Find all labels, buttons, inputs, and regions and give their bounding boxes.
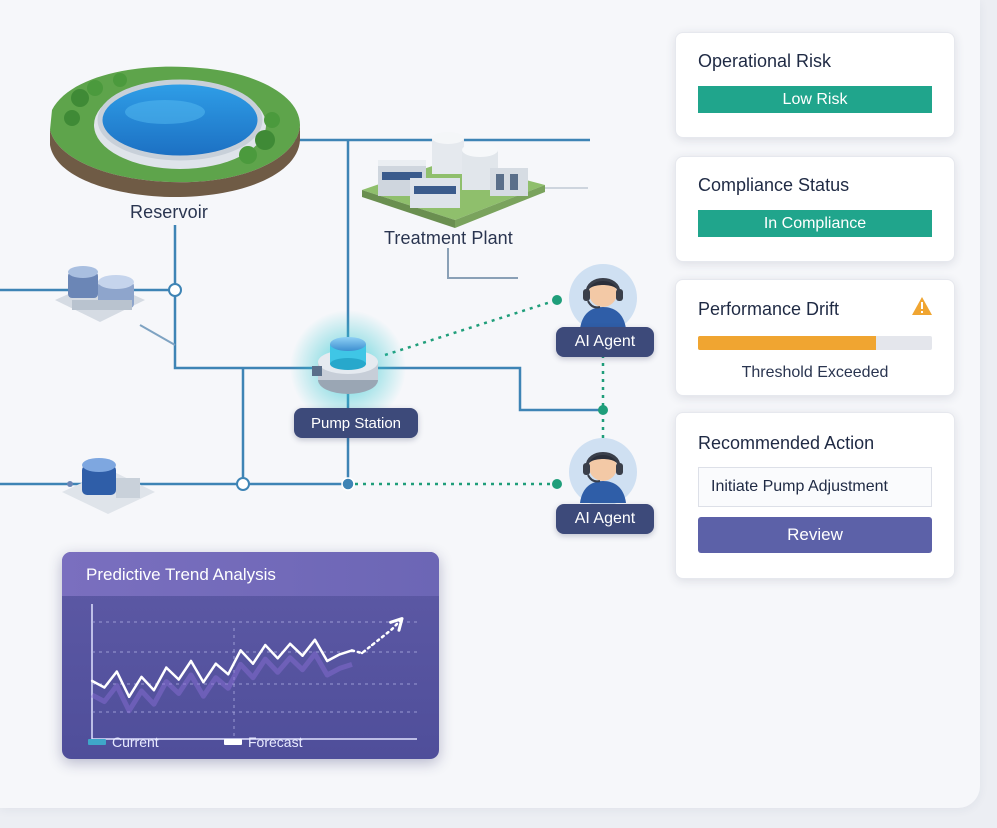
series-current-point: [239, 649, 242, 652]
junction-node: [598, 405, 608, 415]
ai-agent-avatar-icon: [569, 264, 637, 332]
link-endpoint: [552, 479, 562, 489]
forecast-arrow-icon: [389, 617, 404, 632]
canvas: Reservoir Treatment Plant Pump Station A…: [0, 32, 955, 759]
predictive-trend-panel: Predictive Trend Analysis Current Foreca…: [62, 552, 439, 759]
trend-chart: [90, 604, 417, 740]
drift-progress-bar: [698, 336, 932, 350]
series-current-point: [140, 675, 143, 679]
pump-unit-icon: [62, 458, 155, 514]
legend-label-current: Current: [112, 734, 159, 750]
series-current-band: [90, 651, 353, 714]
recommended-action-field[interactable]: Initiate Pump Adjustment: [698, 467, 932, 507]
series-current-point: [103, 686, 106, 689]
series-forecast-point: [370, 643, 374, 647]
series-current-point: [264, 643, 267, 647]
series-current-point: [326, 659, 329, 663]
series-current-point: [313, 638, 317, 641]
series-current-point: [189, 659, 193, 663]
operational-risk-card: Operational Risk Low Risk: [675, 32, 955, 138]
series-current-point: [338, 653, 341, 656]
ai-agent-bottom-label[interactable]: AI Agent: [556, 504, 654, 534]
chart-title: Predictive Trend Analysis: [86, 565, 276, 584]
legend-swatch-current: [88, 739, 106, 745]
legend-current: Current: [88, 734, 159, 750]
series-forecast-point: [380, 636, 384, 639]
pump-station-label[interactable]: Pump Station: [294, 408, 418, 438]
water-network-diagram: [0, 66, 608, 514]
series-current-point: [127, 695, 131, 698]
drift-progress-fill: [698, 336, 876, 350]
recommended-action-card: Recommended Action Initiate Pump Adjustm…: [675, 412, 955, 579]
series-forecast-line: [350, 617, 404, 655]
series-current-point: [251, 662, 255, 665]
pipe-network: [0, 138, 603, 486]
legend-forecast: Forecast: [224, 734, 302, 750]
series-current-point: [177, 678, 180, 681]
series-current-point: [202, 681, 205, 684]
agent-links: [355, 298, 605, 486]
card-title: Compliance Status: [698, 175, 850, 195]
series-current-point: [301, 654, 304, 657]
compliance-status-card: Compliance Status In Compliance: [675, 156, 955, 262]
ai-agent-avatar-icon: [569, 438, 637, 506]
pump-unit-icon: [55, 266, 145, 322]
link-endpoint: [552, 295, 562, 305]
junction-node: [168, 283, 182, 297]
series-current-point: [165, 666, 168, 669]
side-pipe: [139, 324, 176, 346]
series-forecast-point: [390, 628, 394, 631]
warning-icon: [912, 297, 932, 315]
series-current-point: [115, 670, 118, 673]
pump-station-icon: [290, 310, 406, 426]
performance-drift-card: Performance Drift Threshold Exceeded: [675, 279, 955, 396]
legend-label-forecast: Forecast: [248, 734, 303, 750]
series-current-point: [276, 657, 279, 660]
junction-node: [236, 477, 250, 491]
series-current-line: [91, 638, 353, 699]
series-current-point: [227, 673, 230, 676]
junction-node: [341, 477, 355, 491]
series-current-point: [288, 642, 292, 645]
treatment-plant-label: Treatment Plant: [384, 228, 513, 248]
treatment-plant-icon: [362, 132, 545, 228]
trend-header: Predictive Trend Analysis: [62, 552, 439, 596]
compliance-status-badge: In Compliance: [698, 210, 932, 237]
card-title: Recommended Action: [698, 433, 875, 453]
series-current-point: [90, 679, 94, 683]
series-current-point: [214, 662, 217, 665]
series-current-point: [152, 689, 156, 692]
legend-swatch-forecast: [224, 739, 242, 745]
plant-outlet-pipe: [447, 248, 518, 279]
drift-caption: Threshold Exceeded: [741, 364, 889, 381]
ai-agent-top-label[interactable]: AI Agent: [556, 327, 654, 357]
risk-status-badge: Low Risk: [698, 86, 932, 113]
card-title: Performance Drift: [698, 299, 840, 319]
series-forecast-point: [360, 651, 364, 655]
reservoir-icon: [50, 66, 300, 198]
review-button[interactable]: Review: [698, 517, 932, 553]
reservoir-label: Reservoir: [130, 202, 208, 222]
card-title: Operational Risk: [698, 51, 832, 71]
